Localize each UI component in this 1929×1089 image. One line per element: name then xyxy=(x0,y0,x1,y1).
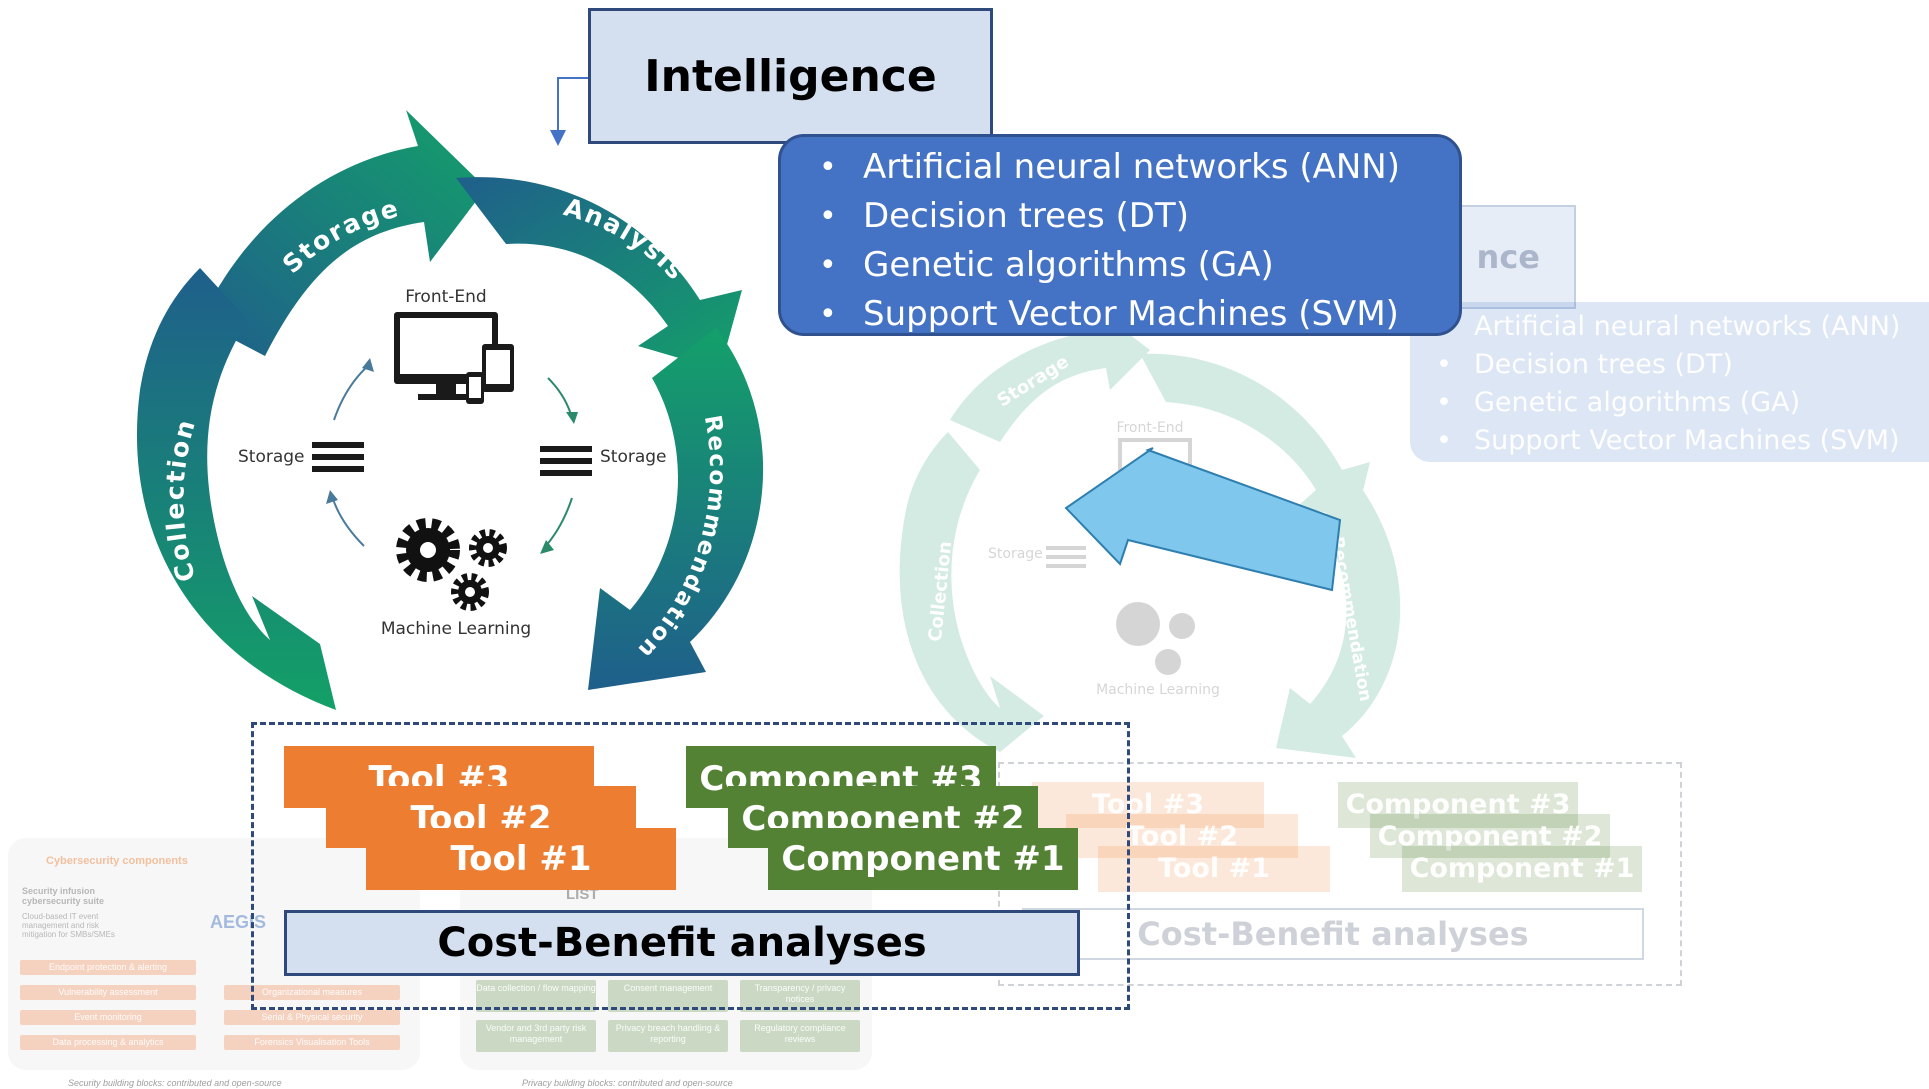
ghost-gears-icon xyxy=(1116,602,1195,675)
inner-arrow-bottom-left xyxy=(331,495,365,547)
ghost-tool-card: Tool #1 xyxy=(1098,846,1330,892)
privacy-item: Consent management xyxy=(608,980,728,1012)
gears-icon xyxy=(396,518,507,611)
inner-arrowhead xyxy=(326,490,338,504)
intelligence-box: Intelligence xyxy=(588,8,993,144)
security-item: Event monitoring xyxy=(20,1010,196,1025)
big-left-arrow xyxy=(1064,447,1342,592)
ghost-tool-card: Tool #2 xyxy=(1066,814,1298,858)
ghost-algorithm-item: Decision trees (DT) xyxy=(1410,346,1929,384)
storage-right-label: Storage xyxy=(600,447,667,467)
privacy-item: Transparency / privacy notices xyxy=(740,980,860,1012)
inner-arrow-top-left xyxy=(333,363,371,421)
connector-arrowhead xyxy=(550,130,566,146)
security-item: Endpoint protection & alerting xyxy=(20,960,196,975)
security-suite-desc: Cloud-based IT event management and risk… xyxy=(22,912,115,939)
ghost-storage-arrow xyxy=(950,312,1150,442)
security-item: Vulnerability assessment xyxy=(20,985,196,1000)
inner-arrowhead xyxy=(540,540,554,554)
inner-cycle: Front-End Storage xyxy=(238,287,667,639)
inner-arrowhead xyxy=(566,412,578,424)
algorithm-list: Artificial neural networks (ANN) Decisio… xyxy=(778,134,1462,339)
ghost-cycle-diagram: Storage Analysis Recommendation Collecti… xyxy=(899,312,1401,758)
ghost-machine-learning-label: Machine Learning xyxy=(1096,682,1220,698)
tool-card: Tool #1 xyxy=(366,828,676,890)
analysis-arrow xyxy=(456,177,742,370)
component-card: Component #1 xyxy=(768,828,1078,890)
ghost-algorithm-item: Genetic algorithms (GA) xyxy=(1410,384,1929,422)
intelligence-title: Intelligence xyxy=(644,50,937,102)
security-item: Organizational measures xyxy=(224,985,400,1000)
storage-right-icon xyxy=(540,446,592,476)
privacy-item: Regulatory compliance reviews xyxy=(740,1020,860,1052)
algorithm-item: Decision trees (DT) xyxy=(781,192,1459,241)
privacy-item: Vendor and 3rd party risk management xyxy=(476,1020,596,1052)
recommendation-arrow xyxy=(588,328,764,690)
ghost-recommendation-arrow xyxy=(1276,486,1401,758)
privacy-item: Privacy breach handling & reporting xyxy=(608,1020,728,1052)
privacy-item: Data collection / flow mapping xyxy=(476,980,596,1012)
monitor-icon xyxy=(394,312,498,400)
list-logo: LIST xyxy=(566,886,599,903)
storage-left-icon xyxy=(312,442,364,472)
front-end-label: Front-End xyxy=(405,287,486,307)
collection-arrow xyxy=(136,268,336,710)
security-item: Data processing & analytics xyxy=(20,1035,196,1050)
storage-left-label: Storage xyxy=(238,447,305,467)
ghost-front-end-label: Front-End xyxy=(1116,420,1183,436)
algorithm-item: Artificial neural networks (ANN) xyxy=(781,143,1459,192)
cost-benefit-label: Cost-Benefit analyses xyxy=(437,920,927,966)
tools-components-frame xyxy=(251,722,1130,1010)
security-item: Forensics Visualisation Tools xyxy=(224,1035,400,1050)
ghost-intelligence-title: nce xyxy=(1476,238,1540,276)
ghost-tool-card: Tool #3 xyxy=(1032,782,1264,828)
algorithm-item: Genetic algorithms (GA) xyxy=(781,241,1459,290)
ghost-component-card: Component #1 xyxy=(1402,846,1642,892)
security-item: Serial & Physical security xyxy=(224,1010,400,1025)
ghost-algorithm-item: Support Vector Machines (SVM) xyxy=(1410,422,1929,460)
privacy-caption: Privacy building blocks: contributed and… xyxy=(522,1078,733,1088)
tablet-icon xyxy=(482,344,514,392)
ghost-storage-label: Storage xyxy=(988,546,1043,562)
ghost-collection-arrow xyxy=(899,432,1044,752)
cost-benefit-box: Cost-Benefit analyses xyxy=(284,910,1080,976)
ghost-component-card: Component #3 xyxy=(1338,782,1578,828)
storage-arrow xyxy=(200,110,486,356)
ghost-component-card: Component #2 xyxy=(1370,814,1610,858)
inner-arrowhead xyxy=(362,358,374,372)
phone-icon xyxy=(466,372,484,404)
connector-line xyxy=(557,77,588,140)
ghost-storage-icon xyxy=(1046,546,1086,568)
ghost-cost-benefit-label: Cost-Benefit analyses xyxy=(1137,915,1529,953)
machine-learning-label: Machine Learning xyxy=(381,619,531,639)
inner-arrow-bottom-right xyxy=(543,497,573,549)
security-suite-title: Security infusion cybersecurity suite xyxy=(22,886,105,906)
ghost-analysis-arrow xyxy=(1140,353,1370,520)
security-panel-heading: Cybersecurity components xyxy=(46,855,188,867)
security-caption: Security building blocks: contributed an… xyxy=(68,1078,282,1088)
algorithm-item: Support Vector Machines (SVM) xyxy=(781,290,1459,339)
ghost-algorithm-list: Artificial neural networks (ANN) Decisio… xyxy=(1410,302,1929,462)
